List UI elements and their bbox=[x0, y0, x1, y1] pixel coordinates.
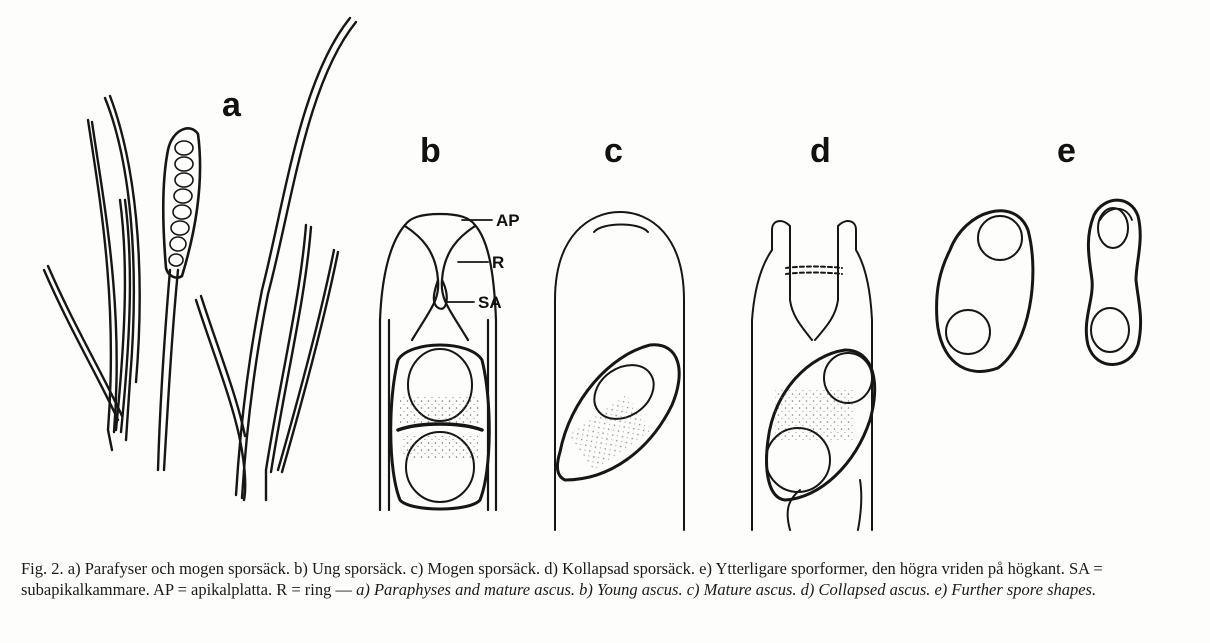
annotation-r: R bbox=[492, 253, 504, 272]
caption-english: a) Paraphyses and mature ascus. b) Young… bbox=[356, 580, 1096, 599]
panel-a-paraphyses-drawing bbox=[44, 18, 356, 500]
panel-b-young-ascus-drawing bbox=[380, 214, 496, 510]
panel-b-label: b bbox=[420, 132, 441, 170]
panel-c-mature-ascus-drawing bbox=[555, 212, 684, 530]
figure-caption: Fig. 2. a) Parafyser och mogen sporsäck.… bbox=[21, 558, 1196, 600]
panel-b-stipple bbox=[400, 395, 480, 423]
panel-d-collapsed-ascus-drawing bbox=[752, 221, 875, 530]
panel-d-label: d bbox=[810, 132, 831, 170]
panel-d-stipple bbox=[775, 390, 855, 440]
annotation-ap: AP bbox=[496, 211, 520, 230]
panel-c-label: c bbox=[604, 132, 623, 170]
panel-c-stipple bbox=[569, 394, 652, 471]
annotation-sa: SA bbox=[478, 293, 502, 312]
figure-illustration: a b AP R SA c bbox=[0, 0, 1210, 540]
panel-e-spore-shapes-drawing bbox=[937, 200, 1141, 371]
panel-e-label: e bbox=[1057, 132, 1076, 170]
panel-b-stipple-lower bbox=[402, 436, 478, 458]
panel-a-label: a bbox=[222, 86, 242, 124]
